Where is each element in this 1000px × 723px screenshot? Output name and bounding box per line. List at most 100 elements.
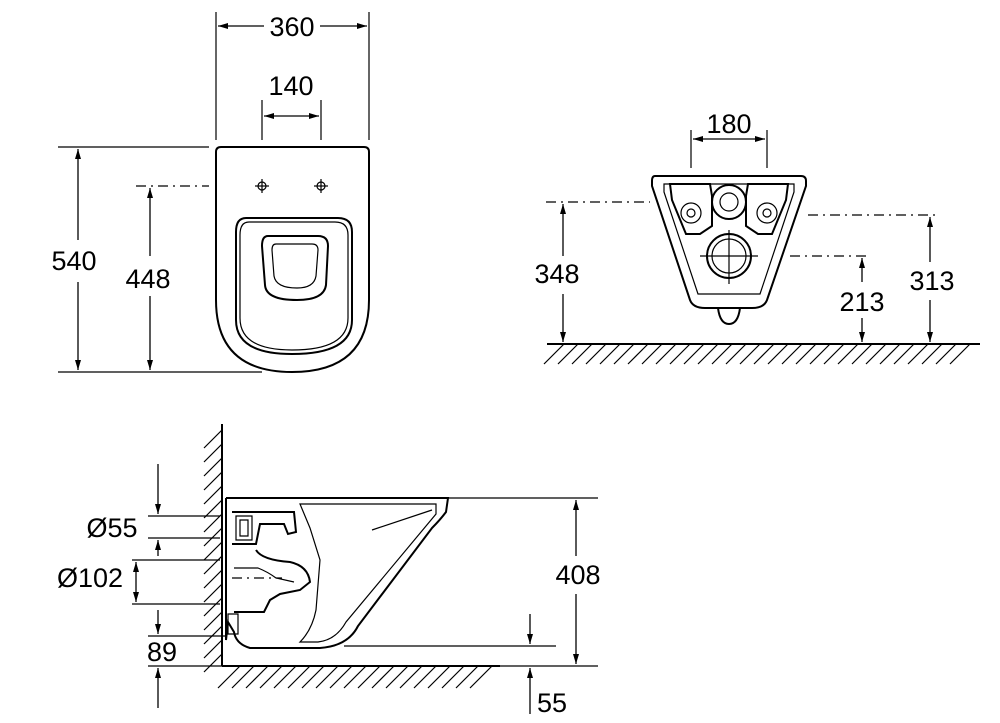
- hatch-line: [441, 665, 465, 689]
- hatch-line: [203, 653, 223, 673]
- dim-label-outlet-offset: 89: [147, 637, 177, 667]
- hatch-line: [371, 665, 395, 689]
- hatch-line: [343, 665, 367, 689]
- hatch-line: [203, 569, 223, 589]
- hatch-line: [543, 343, 565, 365]
- hatch-line: [413, 665, 437, 689]
- hatch-line: [851, 343, 873, 365]
- dim-label-upper-height: 348: [534, 259, 579, 289]
- hatch-line: [823, 343, 845, 365]
- dim-label-fixing-spacing: 180: [706, 109, 751, 139]
- front-rim-inner: [239, 221, 349, 351]
- hatch-line: [427, 665, 451, 689]
- hatch-line: [711, 343, 733, 365]
- dim-label-height: 540: [51, 246, 96, 276]
- hatch-line: [203, 611, 223, 631]
- side-trap-inner: [234, 567, 295, 583]
- hatch-line: [231, 665, 255, 689]
- rear-pocket-right: [745, 183, 790, 235]
- hatch-line: [203, 485, 223, 505]
- rear-hole-left-outer: [680, 202, 702, 224]
- hatch-line: [203, 457, 223, 477]
- dim-label-inlet-diameter: Ø55: [86, 513, 137, 543]
- hatch-line: [203, 513, 223, 533]
- hatch-line: [627, 343, 649, 365]
- dim-label-width: 360: [269, 12, 314, 42]
- side-floor-hatch: [217, 665, 493, 689]
- rear-spout: [717, 307, 741, 326]
- hatch-line: [837, 343, 859, 365]
- hatch-line: [273, 665, 297, 689]
- hatch-line: [557, 343, 579, 365]
- hatch-line: [203, 443, 223, 463]
- hatch-line: [329, 665, 353, 689]
- hatch-line: [455, 665, 479, 689]
- hatch-line: [893, 343, 915, 365]
- dim-label-fixing-height: 448: [125, 264, 170, 294]
- hatch-line: [287, 665, 311, 689]
- hatch-line: [599, 343, 621, 365]
- rear-inlet-inner: [719, 192, 739, 212]
- side-trap: [234, 549, 312, 613]
- dim-label-inlet-height: 313: [909, 266, 954, 296]
- rear-pocket-left: [668, 183, 713, 235]
- hatch-line: [245, 665, 269, 689]
- hatch-line: [781, 343, 803, 365]
- hatch-line: [655, 343, 677, 365]
- hatch-line: [385, 665, 409, 689]
- side-inlet-pipe: [232, 511, 298, 545]
- hatch-line: [203, 639, 223, 659]
- rear-inner-outline: [663, 183, 795, 295]
- hatch-line: [795, 343, 817, 365]
- hatch-line: [809, 343, 831, 365]
- hatch-line: [753, 343, 775, 365]
- hatch-line: [301, 665, 325, 689]
- dim-label-fixing: 140: [268, 71, 313, 101]
- rear-hole-right-outer: [756, 202, 778, 224]
- hatch-line: [399, 665, 423, 689]
- hatch-line: [203, 625, 223, 645]
- dim-label-outlet-height: 213: [839, 287, 884, 317]
- side-wall-hatch: [203, 429, 223, 673]
- fixing-hole-right: [314, 179, 328, 193]
- rear-hole-left-inner: [686, 208, 696, 218]
- rear-inlet-outer: [711, 184, 747, 220]
- hatch-line: [203, 555, 223, 575]
- side-bowl-line: [371, 509, 433, 531]
- rear-body-outline: [651, 175, 807, 309]
- hatch-line: [315, 665, 339, 689]
- front-drain-inner: [271, 243, 319, 289]
- rear-view: 180 348 313 213: [534, 109, 980, 365]
- hatch-line: [203, 527, 223, 547]
- hatch-line: [203, 429, 223, 449]
- hatch-line: [357, 665, 381, 689]
- hatch-line: [683, 343, 705, 365]
- hatch-line: [949, 343, 971, 365]
- hatch-line: [865, 343, 887, 365]
- dim-label-foot: 55: [537, 688, 567, 718]
- hatch-line: [921, 343, 943, 365]
- hatch-line: [203, 583, 223, 603]
- hatch-line: [879, 343, 901, 365]
- hatch-line: [725, 343, 747, 365]
- front-bowl-outline: [215, 146, 370, 374]
- side-view: 408 55 Ø55 Ø102 89: [57, 424, 601, 718]
- side-body-outline: [225, 497, 450, 649]
- hatch-line: [907, 343, 929, 365]
- hatch-line: [767, 343, 789, 365]
- front-drain-outer: [260, 235, 330, 302]
- front-bowl-opening: [235, 217, 353, 356]
- hatch-line: [641, 343, 663, 365]
- hatch-line: [613, 343, 635, 365]
- front-view: 360 140 540 448: [51, 12, 370, 374]
- hatch-line: [203, 597, 223, 617]
- rear-hole-right-inner: [762, 208, 772, 218]
- hatch-line: [203, 499, 223, 519]
- hatch-line: [571, 343, 593, 365]
- hatch-line: [585, 343, 607, 365]
- dim-label-outlet-diameter: Ø102: [57, 563, 123, 593]
- hatch-line: [739, 343, 761, 365]
- side-outlet-box: [227, 613, 239, 635]
- hatch-line: [469, 665, 493, 689]
